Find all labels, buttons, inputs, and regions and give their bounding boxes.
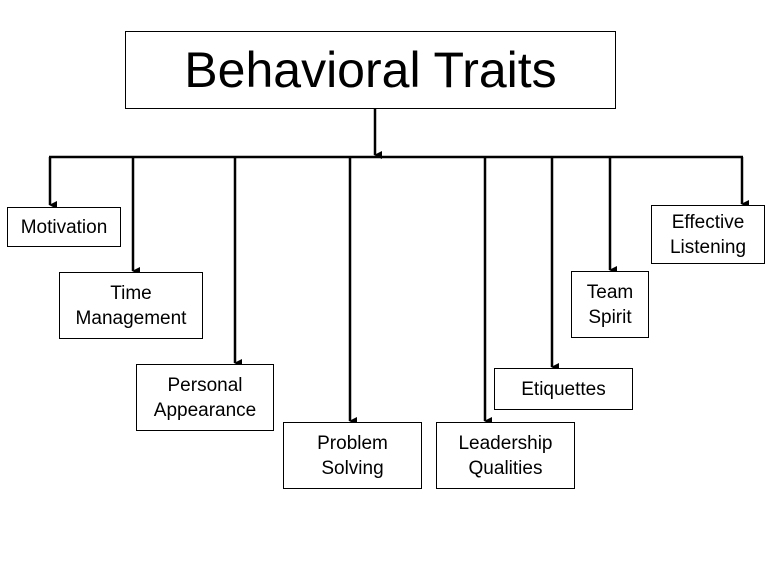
node-team-spirit: Team Spirit [571,271,649,338]
node-problem-solving: Problem Solving [283,422,422,489]
node-personal-appearance: Personal Appearance [136,364,274,431]
node-label-line2: Management [75,307,187,329]
node-label-line1: Leadership [458,432,553,454]
node-label-line2: Solving [321,457,384,479]
node-time-management: Time Management [59,272,203,339]
root-label: Behavioral Traits [184,42,557,98]
node-label-line2: Appearance [153,399,257,421]
node-label-line1: Effective [671,211,745,233]
node-label-line1: Team [586,281,634,303]
root-node: Behavioral Traits [125,31,616,109]
node-label-line1: Personal [167,374,243,396]
node-label: Motivation [20,216,108,238]
node-motivation: Motivation [7,207,121,247]
node-etiquettes: Etiquettes [494,368,633,410]
node-label-line1: Time [110,282,152,304]
node-label: Etiquettes [521,378,606,400]
node-label-line1: Problem [317,432,388,454]
node-label-line2: Listening [669,236,747,258]
node-label-line2: Qualities [468,457,543,479]
node-label-line2: Spirit [588,306,632,328]
node-effective-listening: Effective Listening [651,205,765,264]
node-leadership-qualities: Leadership Qualities [436,422,575,489]
